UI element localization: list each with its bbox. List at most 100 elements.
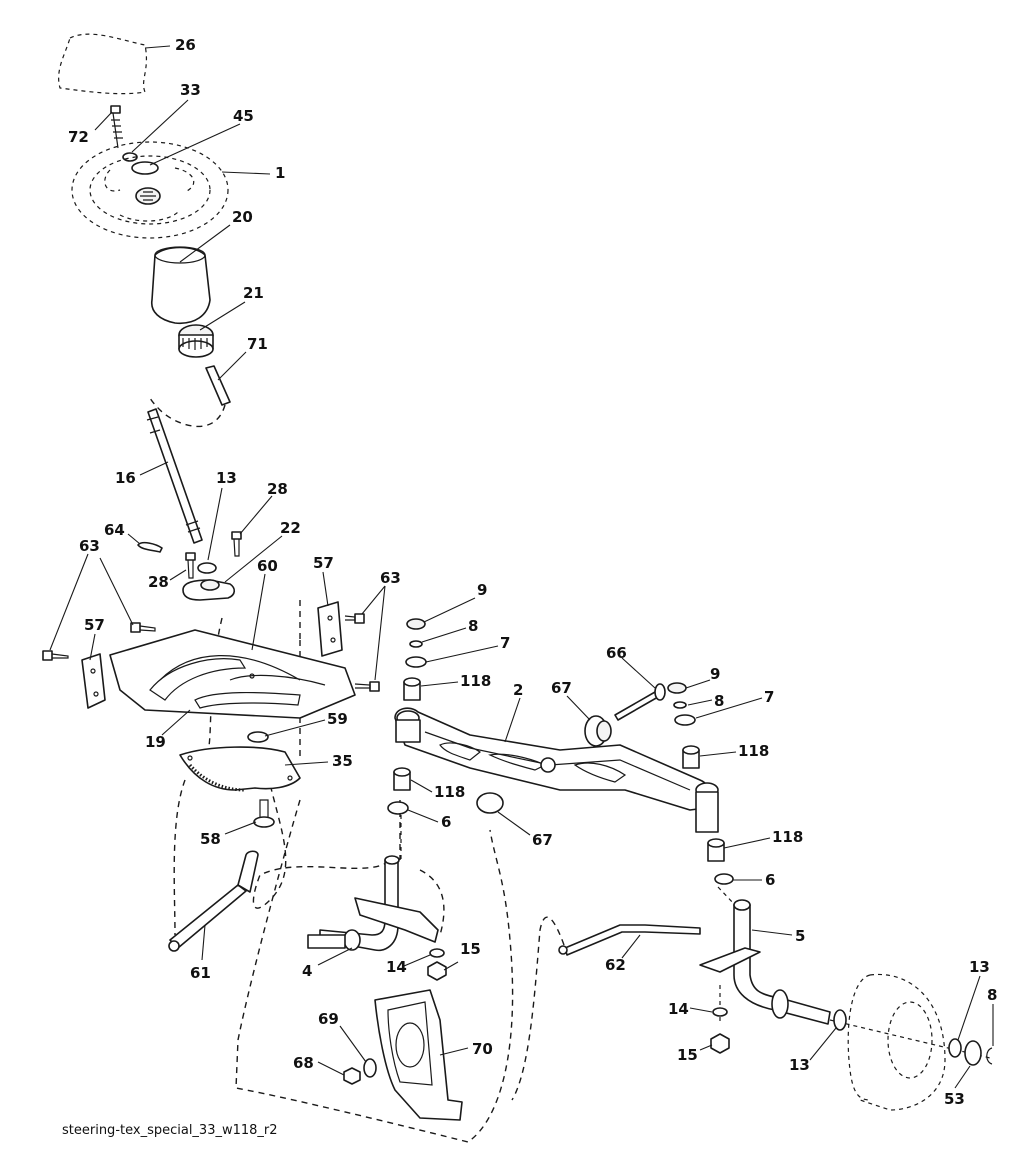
- leader-69: [339, 1025, 367, 1063]
- leader-20: [179, 224, 231, 263]
- steering-column-dash-path: [149, 396, 226, 428]
- callout-70: 70: [472, 1040, 493, 1058]
- leader-53: [954, 1065, 971, 1089]
- callout-8c: 8: [987, 986, 997, 1004]
- shaft-part-71: [205, 365, 231, 406]
- callout-61: 61: [190, 964, 211, 982]
- callout-62: 62: [605, 956, 626, 974]
- leader-118c: [410, 779, 433, 793]
- clip-part-64: [137, 541, 163, 553]
- callout-22: 22: [280, 519, 301, 537]
- leader-7b: [695, 697, 763, 719]
- bolt-part-63-d: [354, 681, 380, 692]
- gear-part-21: [178, 324, 214, 358]
- leader-1: [221, 171, 271, 175]
- leader-62: [621, 934, 641, 959]
- callout-118d: 118: [772, 828, 803, 846]
- leader-7a: [425, 645, 499, 663]
- leader-60: [251, 573, 266, 651]
- leader-14a: [403, 954, 431, 967]
- leader-118a: [420, 681, 459, 687]
- steering-shaft-part-16: [146, 408, 203, 544]
- callout-4: 4: [302, 962, 312, 980]
- clip-part-8-right: [673, 701, 687, 709]
- callout-6b: 6: [765, 871, 775, 889]
- nut-part-15-right: [710, 1033, 730, 1054]
- washer-part-13-outer: [948, 1038, 962, 1058]
- callout-20: 20: [232, 208, 253, 226]
- drag-link-part-62: [558, 924, 701, 956]
- washer-part-14-right: [712, 1007, 728, 1017]
- leader-58: [224, 821, 257, 835]
- leader-28a: [239, 495, 273, 535]
- bracket-part-70: [374, 989, 463, 1121]
- callout-71: 71: [247, 335, 268, 353]
- callout-57b: 57: [313, 554, 334, 572]
- leader-33: [131, 99, 189, 153]
- spindle-part-5: [699, 899, 831, 1025]
- mounting-plate-part-19: [109, 629, 356, 719]
- callout-28b: 28: [148, 573, 169, 591]
- leader-19: [161, 709, 191, 736]
- front-axle-part-2: [394, 707, 719, 833]
- callout-64: 64: [104, 521, 125, 539]
- bolt-part-28-right: [231, 531, 242, 557]
- bolt-part-66: [614, 683, 666, 721]
- callout-118b: 118: [738, 742, 769, 760]
- axle-to-bracket-dash-path: [399, 800, 445, 936]
- spacer-part-67-lower: [476, 792, 504, 814]
- callout-45: 45: [233, 107, 254, 125]
- callout-1: 1: [275, 164, 285, 182]
- callout-14b: 14: [668, 1000, 689, 1018]
- callout-28a: 28: [267, 480, 288, 498]
- washer-part-59: [247, 731, 269, 743]
- bolt-part-72: [110, 105, 123, 149]
- bracket-part-57-left: [81, 653, 106, 709]
- wheel: [847, 973, 946, 1111]
- leader-9a: [423, 597, 476, 623]
- leader-63a: [49, 553, 134, 651]
- callout-59: 59: [327, 710, 348, 728]
- leader-8a: [421, 627, 467, 643]
- callout-53: 53: [944, 1090, 965, 1108]
- spacer-part-67-upper: [584, 715, 612, 747]
- washer-part-53: [964, 1040, 982, 1066]
- callout-35: 35: [332, 752, 353, 770]
- bushing-part-13-upper: [197, 562, 217, 574]
- nut-part-15-left: [427, 961, 447, 981]
- callout-14a: 14: [386, 958, 407, 976]
- washer-part-14-left: [429, 948, 445, 958]
- callout-8a: 8: [468, 617, 478, 635]
- callout-21: 21: [243, 284, 264, 302]
- callout-6a: 6: [441, 813, 451, 831]
- leader-68: [317, 1061, 345, 1076]
- callout-69: 69: [318, 1010, 339, 1028]
- steering-wheel-part-1: [71, 141, 229, 239]
- callout-67b: 67: [532, 831, 553, 849]
- wheel-axis-dash: [829, 1019, 991, 1059]
- leader-67b: [497, 811, 531, 836]
- callout-2: 2: [513, 681, 523, 699]
- bolt-part-28-left: [185, 552, 196, 579]
- bolt-part-58: [253, 799, 275, 828]
- callout-58: 58: [200, 830, 221, 848]
- boot-part-20: [150, 246, 211, 325]
- callout-13b: 13: [969, 958, 990, 976]
- leader-9b: [685, 679, 711, 689]
- callout-7a: 7: [500, 634, 510, 652]
- callout-16: 16: [115, 469, 136, 487]
- leader-57b: [322, 571, 329, 607]
- callout-67a: 67: [551, 679, 572, 697]
- spindle-part-4: [307, 855, 439, 952]
- callout-66: 66: [606, 644, 627, 662]
- leader-28b: [169, 569, 187, 581]
- callout-9b: 9: [710, 665, 720, 683]
- callout-60: 60: [257, 557, 278, 575]
- bushing-part-118-d: [707, 838, 725, 862]
- cover-part-26: [58, 33, 148, 95]
- callout-63b: 63: [380, 569, 401, 587]
- cap-part-9-right: [667, 682, 687, 694]
- pivot-dash-path: [252, 774, 391, 909]
- callout-72: 72: [68, 128, 89, 146]
